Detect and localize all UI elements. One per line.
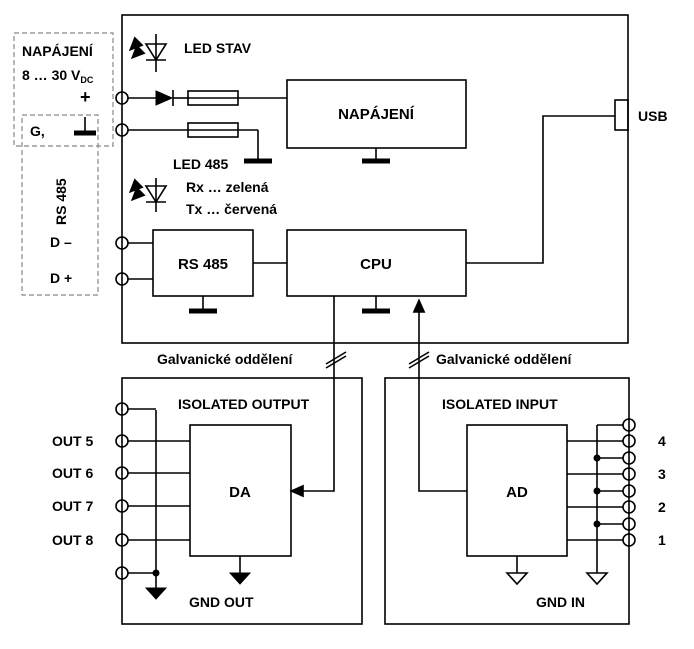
usb-label: USB xyxy=(638,108,668,124)
led-485-icon xyxy=(128,178,168,212)
diode-icon xyxy=(155,90,174,106)
led-485-label: LED 485 xyxy=(173,156,228,172)
rs485-block-label: RS 485 xyxy=(178,256,228,273)
in-label-3: 3 xyxy=(658,466,666,482)
in-label-4: 4 xyxy=(658,433,666,449)
ground-symbol-icon xyxy=(74,117,96,136)
power-plus-label: + xyxy=(80,87,91,107)
led-485-rx: Rx … zelená xyxy=(186,179,269,195)
power-terminal-title: NAPÁJENÍ xyxy=(22,43,94,59)
out-label-6: OUT 6 xyxy=(52,465,93,481)
in-label-2: 2 xyxy=(658,499,666,515)
gnd-out-label: GND OUT xyxy=(189,594,254,610)
power-terminal-group xyxy=(13,32,114,147)
out-label-8: OUT 8 xyxy=(52,532,93,548)
isolated-output-box xyxy=(121,377,363,625)
rs485-dminus-label: D – xyxy=(50,234,72,250)
isolated-output-title: ISOLATED OUTPUT xyxy=(178,396,310,412)
led-stav-icon xyxy=(128,34,168,72)
power-gnd-label: G, xyxy=(30,123,45,139)
main-module-box xyxy=(121,14,629,344)
ad-block-label: AD xyxy=(506,484,528,501)
isolation-left-label: Galvanické oddělení xyxy=(157,351,293,367)
isolation-right-label: Galvanické oddělení xyxy=(436,351,572,367)
led-485-tx: Tx … červená xyxy=(186,201,277,217)
usb-connector xyxy=(614,99,629,131)
isolated-input-title: ISOLATED INPUT xyxy=(442,396,558,412)
rs485-terminal-title: RS 485 xyxy=(53,178,69,225)
da-block-label: DA xyxy=(229,484,251,501)
cpu-block-label: CPU xyxy=(360,256,392,273)
power-voltage: 8 … 30 VDC xyxy=(22,67,94,85)
output-terminals xyxy=(115,402,190,580)
rs485-dplus-label: D + xyxy=(50,270,72,286)
input-terminals xyxy=(567,418,636,547)
gnd-in-label: GND IN xyxy=(536,594,585,610)
in-label-1: 1 xyxy=(658,532,666,548)
out-label-5: OUT 5 xyxy=(52,433,93,449)
napajeni-block-label: NAPÁJENÍ xyxy=(338,106,415,123)
isolated-input-box xyxy=(384,377,630,625)
fuse-2-icon xyxy=(187,122,239,138)
led-stav-label: LED STAV xyxy=(184,40,252,56)
out-label-7: OUT 7 xyxy=(52,498,93,514)
